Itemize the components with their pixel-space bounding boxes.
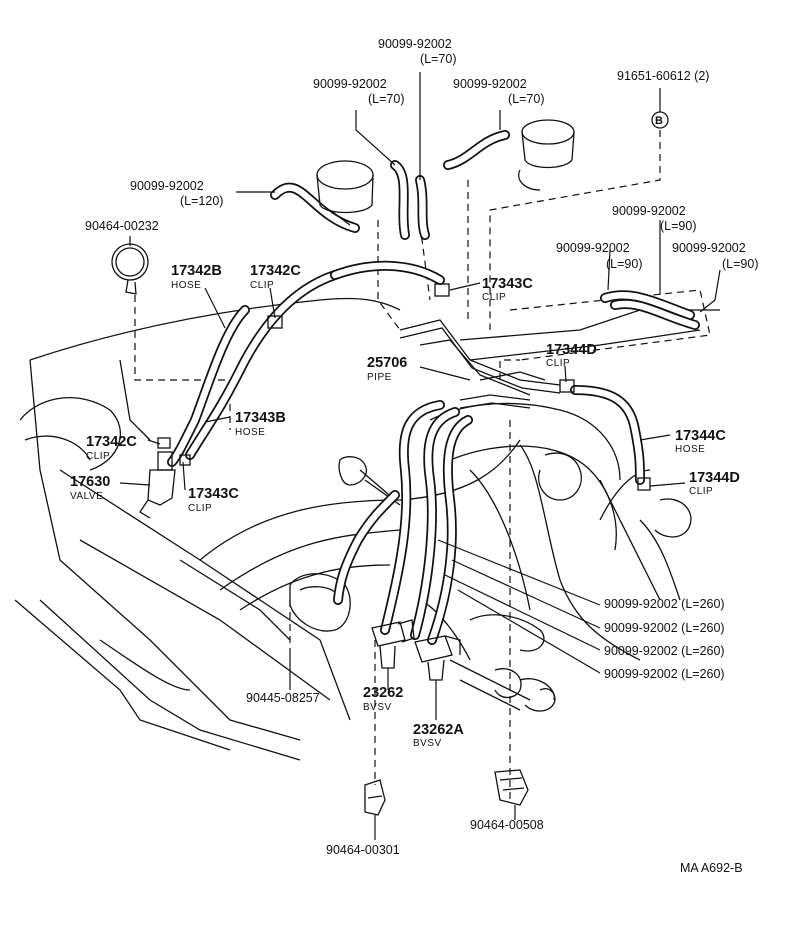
diagram-code: MA A692-B	[680, 861, 743, 875]
hose-label-90a: 90099-92002	[612, 204, 686, 218]
hose-260-label-3: 90099-92002 (L=260)	[604, 644, 725, 658]
clip-17343c-low-desc: CLIP	[188, 503, 212, 514]
hose-260-label-2: 90099-92002 (L=260)	[604, 621, 725, 635]
hose-length-right: (L=70)	[508, 92, 544, 106]
clip-17344d-top-label: 17344D	[546, 342, 597, 358]
hose-paths	[167, 130, 700, 645]
clip-90464-00508-label: 90464-00508	[470, 818, 544, 832]
clip-17343c-top-desc: CLIP	[482, 292, 506, 303]
bolt-label: 91651-60612 (2)	[617, 69, 709, 83]
hose-17342b-desc: HOSE	[171, 280, 201, 291]
leader-lines	[119, 72, 721, 840]
clip-17342c-desc: CLIP	[250, 280, 274, 291]
hose-label-top: 90099-92002	[378, 37, 452, 51]
hose-length-90c: (L=90)	[722, 257, 758, 271]
hose-length-90a: (L=90)	[660, 219, 696, 233]
hose-label-90b: 90099-92002	[556, 241, 630, 255]
hose-17344c-label: 17344C	[675, 428, 726, 444]
clip-ring-label: 90464-00232	[85, 219, 159, 233]
clip-17343c-low-label: 17343C	[188, 486, 239, 502]
valve-17630-label: 17630	[70, 474, 110, 490]
clip-17342c-label: 17342C	[250, 263, 301, 279]
plug-90445-label: 90445-08257	[246, 691, 320, 705]
reference-lines	[134, 130, 711, 800]
bvsv-23262a-desc: BVSV	[413, 738, 442, 749]
clip-17344d-low-label: 17344D	[689, 470, 740, 486]
pipe-25706-desc: PIPE	[367, 372, 392, 383]
pipe-25706	[399, 319, 561, 409]
bolt-marker-b: B	[655, 115, 663, 127]
hose-17342b-label: 17342B	[171, 263, 222, 279]
hose-label-120: 90099-92002	[130, 179, 204, 193]
clip-90464-00301-label: 90464-00301	[326, 843, 400, 857]
valve-17630-desc: VALVE	[70, 491, 103, 502]
clip-17342c-low-label: 17342C	[86, 434, 137, 450]
hose-label-right: 90099-92002	[453, 77, 527, 91]
bvsv-23262a-label: 23262A	[413, 722, 464, 738]
hose-length-90b: (L=90)	[606, 257, 642, 271]
hose-260-label-4: 90099-92002 (L=260)	[604, 667, 725, 681]
clip-17344d-low-desc: CLIP	[689, 486, 713, 497]
bvsv-23262-label: 23262	[363, 685, 403, 701]
hose-label-90c: 90099-92002	[672, 241, 746, 255]
hose-260-label-1: 90099-92002 (L=260)	[604, 597, 725, 611]
clip-17343c-top-label: 17343C	[482, 276, 533, 292]
hose-17343b-label: 17343B	[235, 410, 286, 426]
hose-17344c-desc: HOSE	[675, 444, 705, 455]
clip-17342c-low-desc: CLIP	[86, 451, 110, 462]
pipe-25706-label: 25706	[367, 355, 407, 371]
bvsv-23262-desc: BVSV	[363, 702, 392, 713]
hose-length-left: (L=70)	[368, 92, 404, 106]
hose-length-top: (L=70)	[420, 52, 456, 66]
engine-outline	[14, 297, 720, 761]
hose-label-left: 90099-92002	[313, 77, 387, 91]
clip-17344d-top-desc: CLIP	[546, 358, 570, 369]
hose-17343b-desc: HOSE	[235, 427, 265, 438]
hose-length-120: (L=120)	[180, 194, 223, 208]
part-labels: 90099-92002 (L=70) 90099-92002 (L=70) 90…	[70, 37, 758, 875]
